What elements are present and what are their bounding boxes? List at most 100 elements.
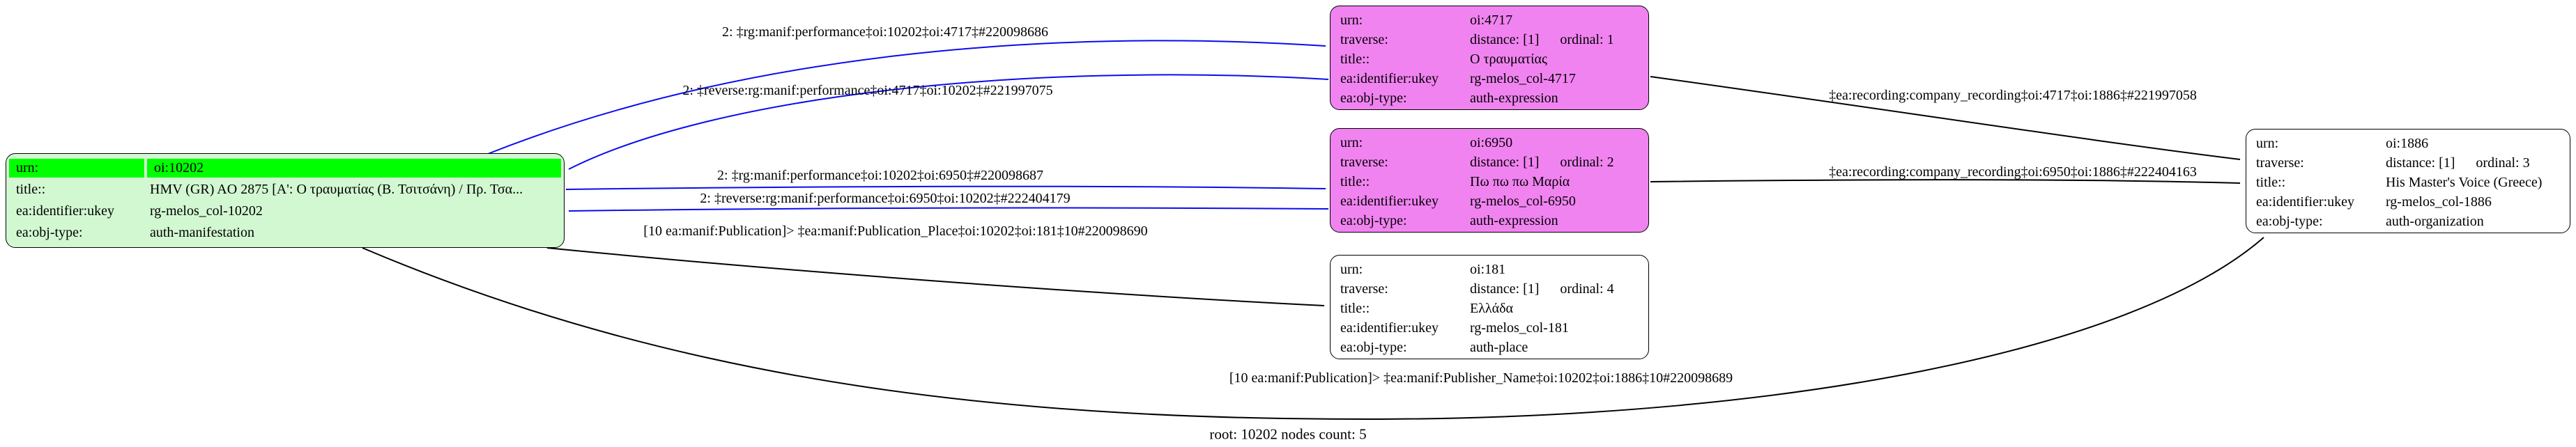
node-organization-1886: urn: oi:1886 traverse: distance: [1] ordi…	[2246, 129, 2570, 233]
field-value-objtype: auth-place	[1470, 339, 1528, 355]
row-objtype: ea:obj-type: auth-place	[1331, 338, 1648, 357]
node-expression-6950: urn: oi:6950 traverse: distance: [1] ordi…	[1330, 128, 1649, 233]
row-title: title:: His Master's Voice (Greece)	[2246, 173, 2570, 192]
edge-publication-place-10202-181	[546, 247, 1325, 306]
edge-label-company-recording-4717: ‡ea:recording:company_recording‡oi:4717‡…	[1829, 88, 2197, 103]
field-value-traverse: distance: [1] ordinal: 2	[1464, 155, 1646, 171]
graph-caption: root: 10202 nodes count: 5	[1209, 425, 1367, 443]
edge-publisher-name-10202-1886	[362, 237, 2264, 421]
traverse-distance: distance: [1]	[1470, 31, 1540, 47]
row-urn: urn: oi:4717	[1331, 10, 1648, 30]
row-title: title:: Πω πω πω Μαρία	[1331, 172, 1648, 191]
node-place-181: urn: oi:181 traverse: distance: [1] ordin…	[1330, 255, 1649, 359]
row-title: title:: Ελλάδα	[1331, 299, 1648, 318]
field-key-ukey: ea:identifier:ukey	[2256, 194, 2355, 210]
field-key-ukey: ea:identifier:ukey	[16, 203, 115, 219]
traverse-distance: distance: [1]	[1470, 281, 1540, 297]
field-value-urn: oi:6950	[1470, 134, 1513, 150]
field-value-ukey: rg-melos_col-6950	[1470, 193, 1576, 209]
field-key-objtype: ea:obj-type:	[1340, 339, 1407, 355]
field-value-objtype: auth-expression	[1470, 212, 1558, 228]
edge-label-performance-6950: 2: ‡rg:manif:performance‡oi:10202‡oi:695…	[717, 168, 1043, 183]
field-key-traverse: traverse:	[1340, 154, 1388, 170]
traverse-distance: distance: [1]	[2386, 155, 2455, 171]
field-value-urn: oi:10202	[147, 159, 561, 178]
field-value-title: Πω πω πω Μαρία	[1470, 173, 1570, 189]
field-value-ukey: rg-melos_col-181	[1470, 320, 1569, 336]
edge-reverse-performance-4717-10202	[568, 74, 1329, 170]
row-objtype: ea:obj-type: auth-manifestation	[6, 222, 564, 244]
field-key-urn: urn:	[1340, 12, 1363, 28]
field-key-title: title::	[16, 182, 46, 197]
field-key-urn: urn:	[2256, 135, 2279, 151]
field-value-urn: oi:181	[1470, 261, 1506, 277]
traverse-ordinal: ordinal: 3	[2476, 155, 2530, 171]
field-key-objtype: ea:obj-type:	[1340, 212, 1407, 228]
edge-company-recording-4717-1886	[1650, 76, 2241, 160]
field-value-urn: oi:4717	[1470, 12, 1513, 28]
traverse-ordinal: ordinal: 1	[1560, 31, 1614, 47]
row-urn: urn: oi:10202	[6, 157, 564, 179]
traverse-distance: distance: [1]	[1470, 154, 1540, 170]
row-objtype: ea:obj-type: auth-expression	[1331, 211, 1648, 230]
field-key-ukey: ea:identifier:ukey	[1340, 70, 1439, 86]
field-value-urn: oi:1886	[2386, 135, 2429, 151]
field-key-title: title::	[2256, 174, 2286, 190]
field-value-traverse: distance: [1] ordinal: 1	[1464, 32, 1646, 48]
field-value-title: Ελλάδα	[1470, 300, 1513, 316]
field-value-traverse: distance: [1] ordinal: 3	[2380, 155, 2567, 171]
field-key-traverse: traverse:	[1340, 31, 1388, 47]
field-value-ukey: rg-melos_col-10202	[150, 203, 263, 219]
field-value-title: Ο τραυματίας	[1470, 51, 1547, 67]
field-key-traverse: traverse:	[1340, 281, 1388, 297]
field-value-title: His Master's Voice (Greece)	[2386, 174, 2543, 190]
field-key-objtype: ea:obj-type:	[2256, 213, 2323, 229]
field-key-traverse: traverse:	[2256, 155, 2304, 171]
edge-reverse-performance-6950-10202	[568, 207, 1329, 212]
row-title: title:: HMV (GR) AO 2875 [A': Ο τραυματί…	[6, 179, 564, 201]
field-key-ukey: ea:identifier:ukey	[1340, 320, 1439, 336]
field-value-objtype: auth-manifestation	[150, 225, 254, 240]
edge-label-publication-place: [10 ea:manif:Publication]> ‡ea:manif:Pub…	[643, 224, 1148, 239]
row-traverse: traverse: distance: [1] ordinal: 3	[2246, 153, 2570, 173]
row-ukey: ea:identifier:ukey rg-melos_col-10202	[6, 201, 564, 222]
row-ukey: ea:identifier:ukey rg-melos_col-181	[1331, 318, 1648, 338]
edge-label-publisher-name: [10 ea:manif:Publication]> ‡ea:manif:Pub…	[1229, 370, 1733, 386]
field-key-title: title::	[1340, 51, 1370, 67]
row-traverse: traverse: distance: [1] ordinal: 2	[1331, 152, 1648, 172]
node-expression-4717: urn: oi:4717 traverse: distance: [1] ordi…	[1330, 6, 1649, 110]
row-title: title:: Ο τραυματίας	[1331, 49, 1648, 69]
field-key-urn: urn:	[1340, 134, 1363, 150]
field-key-ukey: ea:identifier:ukey	[1340, 193, 1439, 209]
edge-performance-10202-6950	[565, 185, 1326, 190]
edge-label-performance-4717: 2: ‡rg:manif:performance‡oi:10202‡oi:471…	[722, 24, 1048, 40]
field-key-urn: urn:	[1340, 261, 1363, 277]
row-ukey: ea:identifier:ukey rg-melos_col-1886	[2246, 192, 2570, 212]
row-traverse: traverse: distance: [1] ordinal: 1	[1331, 30, 1648, 49]
row-traverse: traverse: distance: [1] ordinal: 4	[1331, 279, 1648, 299]
row-urn: urn: oi:181	[1331, 260, 1648, 279]
row-urn: urn: oi:1886	[2246, 134, 2570, 153]
field-key-urn: urn:	[9, 159, 144, 178]
field-value-ukey: rg-melos_col-4717	[1470, 70, 1576, 86]
edge-performance-10202-4717	[487, 40, 1326, 155]
field-value-ukey: rg-melos_col-1886	[2386, 194, 2492, 210]
edge-label-reverse-performance-4717: 2: ‡reverse:rg:manif:performance‡oi:4717…	[682, 83, 1053, 98]
field-key-objtype: ea:obj-type:	[1340, 90, 1407, 106]
row-urn: urn: oi:6950	[1331, 133, 1648, 152]
row-ukey: ea:identifier:ukey rg-melos_col-6950	[1331, 191, 1648, 211]
field-key-objtype: ea:obj-type:	[16, 225, 83, 240]
edge-company-recording-6950-1886	[1650, 179, 2241, 184]
field-value-traverse: distance: [1] ordinal: 4	[1464, 281, 1646, 297]
field-key-title: title::	[1340, 300, 1370, 316]
edge-label-reverse-performance-6950: 2: ‡reverse:rg:manif:performance‡oi:6950…	[700, 191, 1071, 206]
traverse-ordinal: ordinal: 4	[1560, 281, 1614, 297]
traverse-ordinal: ordinal: 2	[1560, 154, 1614, 170]
edge-label-company-recording-6950: ‡ea:recording:company_recording‡oi:6950‡…	[1829, 164, 2197, 180]
node-manifestation-10202: urn: oi:10202 title:: HMV (GR) AO 2875 […	[6, 153, 565, 248]
field-key-title: title::	[1340, 173, 1370, 189]
row-ukey: ea:identifier:ukey rg-melos_col-4717	[1331, 69, 1648, 88]
field-value-title: HMV (GR) AO 2875 [A': Ο τραυματίας (Β. Τ…	[150, 182, 523, 197]
